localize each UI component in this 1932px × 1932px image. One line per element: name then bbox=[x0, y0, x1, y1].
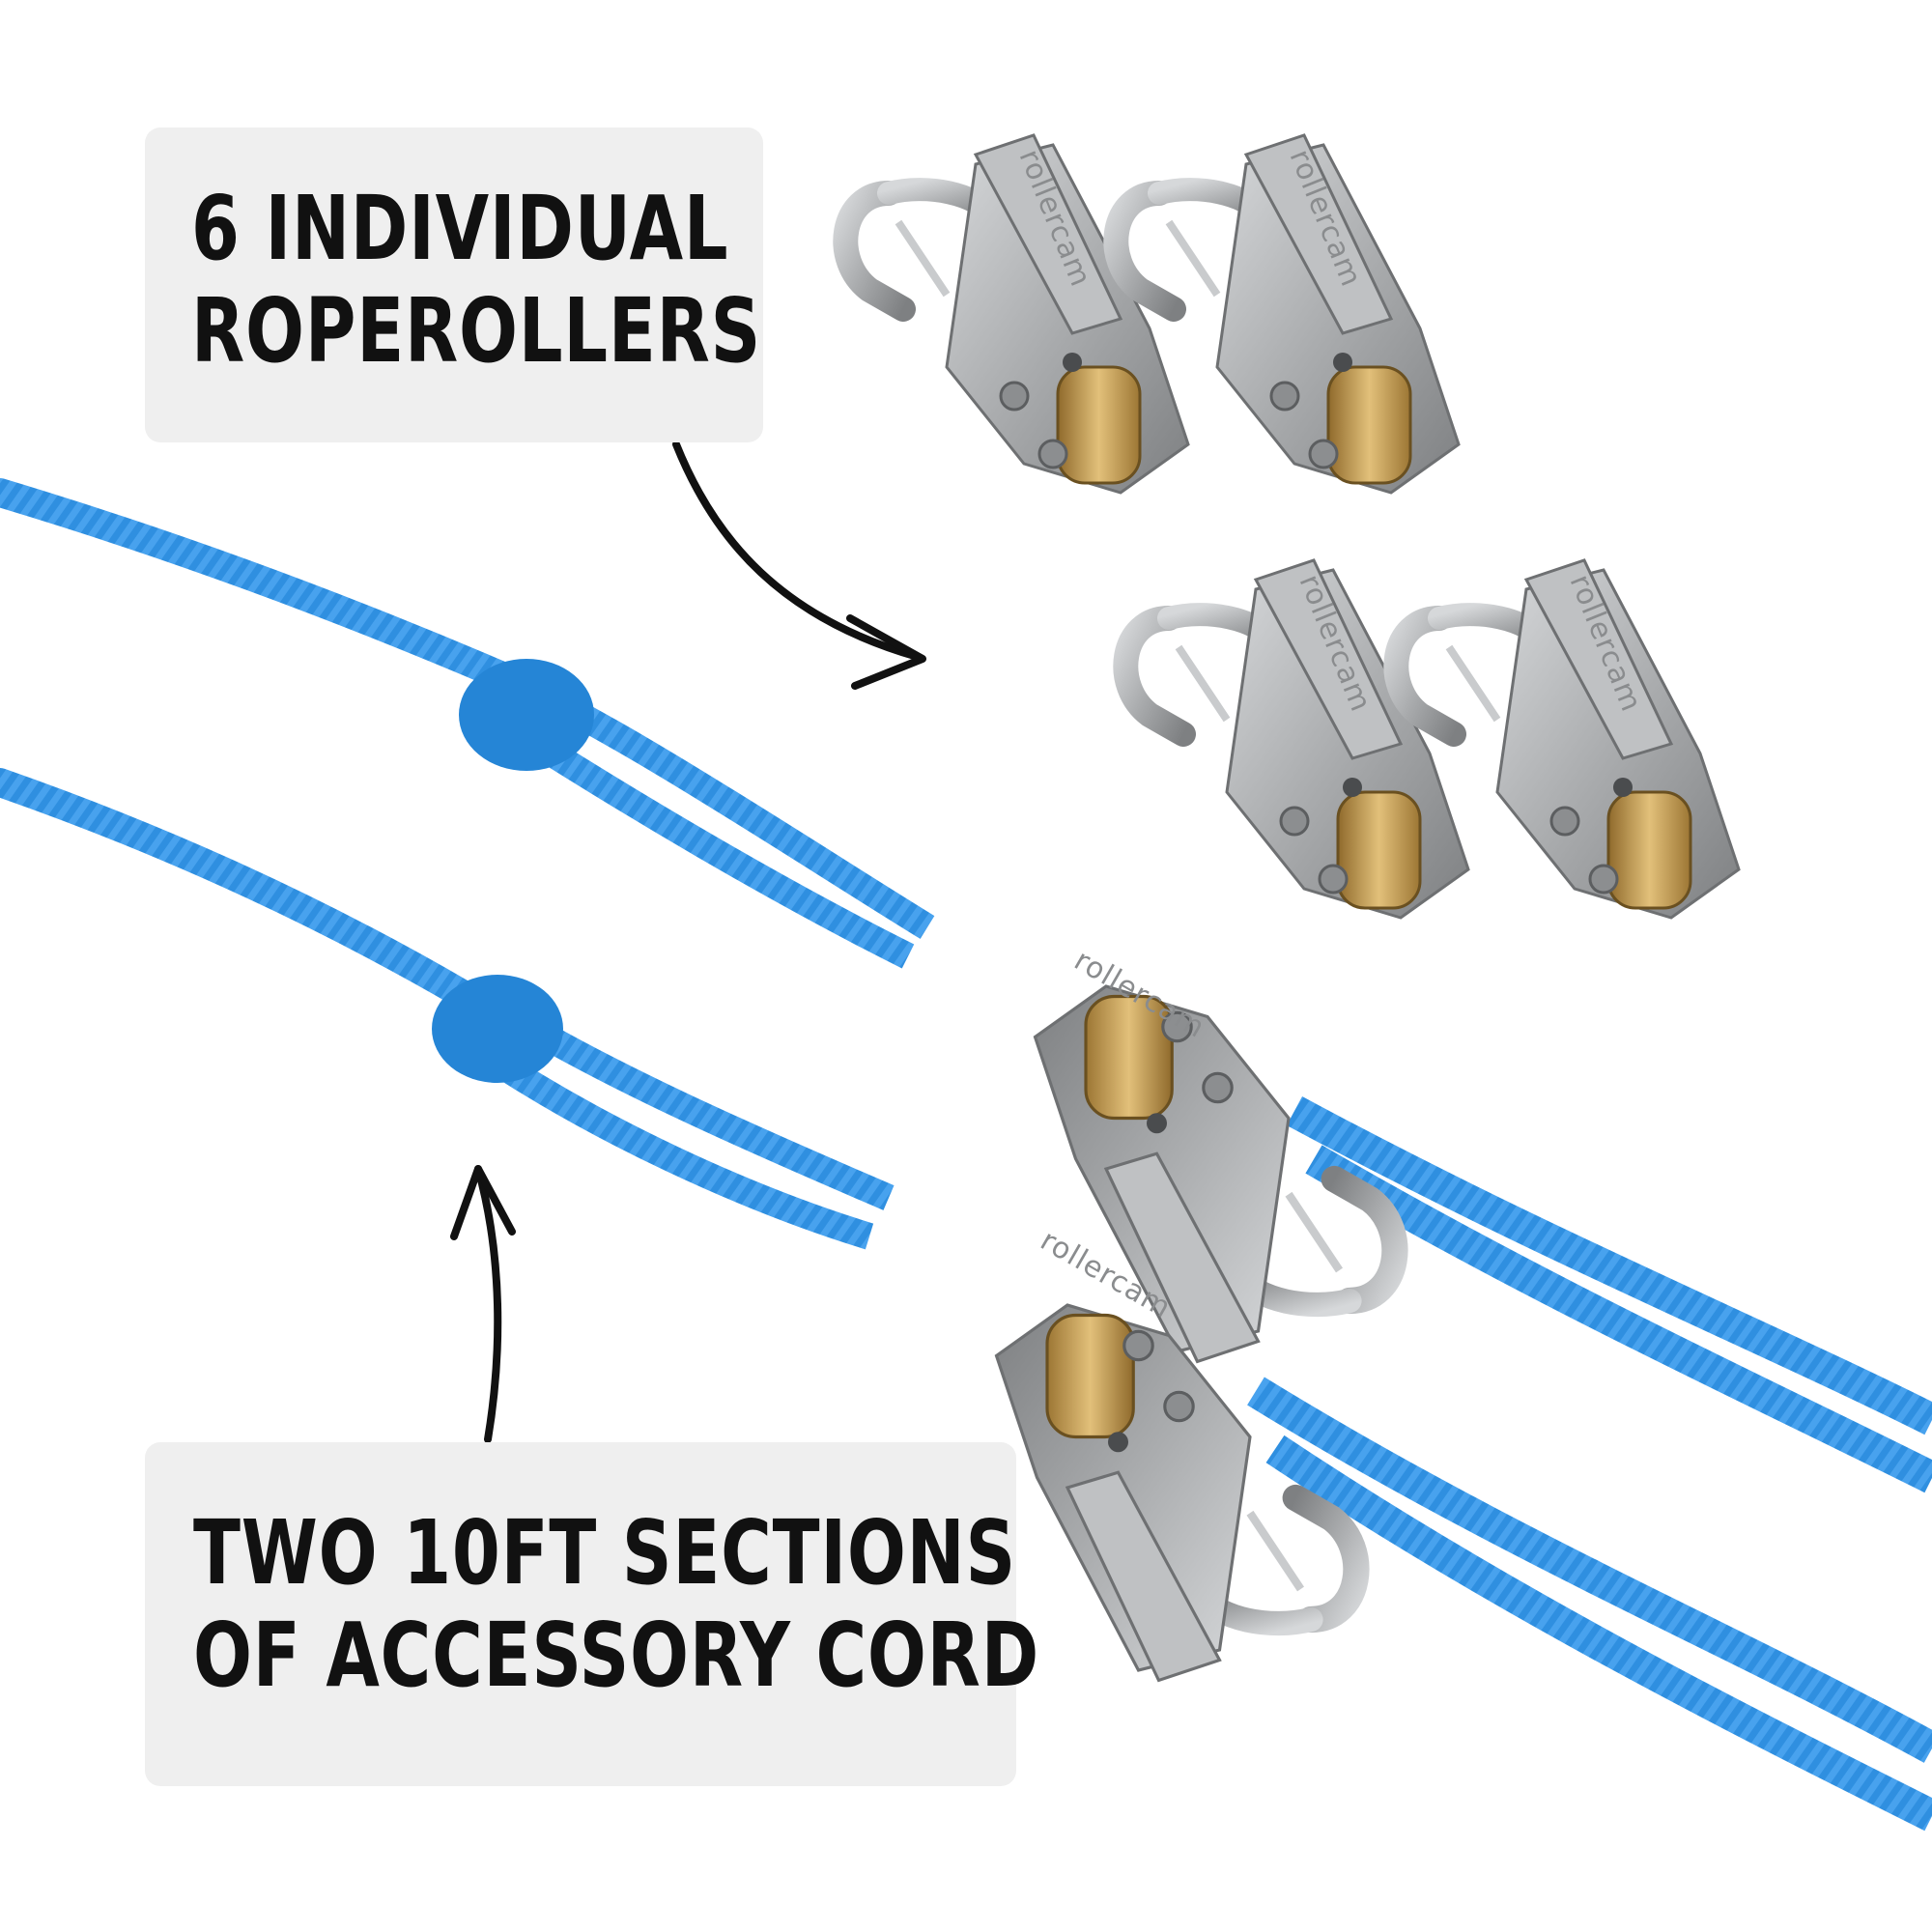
roperoller-attached-lower bbox=[997, 1305, 1356, 1681]
accessory-cord-lower bbox=[0, 768, 1932, 1832]
knot bbox=[432, 975, 563, 1083]
arrow-to-cord bbox=[450, 1165, 516, 1443]
callout-line-2: OF ACCESSORY CORD bbox=[193, 1604, 1040, 1707]
accessory-cord-callout: TWO 10FT SECTIONS OF ACCESSORY CORD bbox=[145, 1442, 1040, 1786]
roperollers-callout: 6 INDIVIDUAL ROPEROLLERS bbox=[145, 128, 763, 442]
callout-line-2: ROPEROLLERS bbox=[191, 279, 762, 383]
callout-line-1: TWO 10FT SECTIONS bbox=[193, 1501, 1016, 1605]
roperoller-attached-upper bbox=[1036, 986, 1395, 1362]
arrow-to-roperollers bbox=[672, 440, 926, 690]
knot bbox=[459, 659, 594, 771]
callout-line-1: 6 INDIVIDUAL bbox=[191, 177, 729, 280]
accessory-cord-upper bbox=[0, 478, 1932, 1493]
